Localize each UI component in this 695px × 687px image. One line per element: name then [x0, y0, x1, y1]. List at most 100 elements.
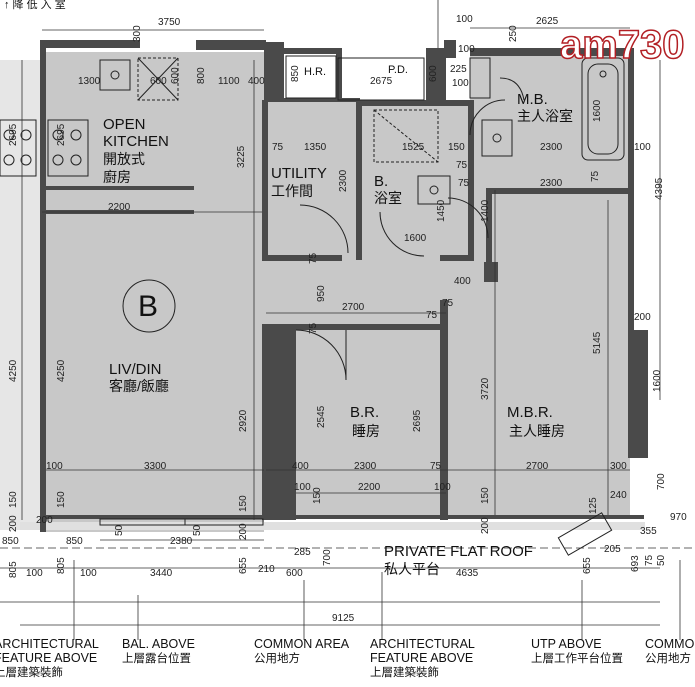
watermark-text: am730	[560, 23, 685, 67]
dim-125: 125	[588, 497, 599, 514]
basin-icon	[417, 175, 451, 205]
dim-row-400: 400	[292, 461, 309, 472]
dim-v-150a: 150	[8, 491, 19, 508]
dim-300: 300	[132, 25, 143, 42]
dim-5145: 5145	[592, 331, 603, 354]
open-kitchen-label-zh-2: 廚房	[103, 169, 131, 185]
dim-2200: 2200	[108, 202, 131, 213]
dim-b-75a: 75	[456, 160, 468, 171]
dim-1350: 1350	[304, 142, 327, 153]
dim-4395: 4395	[654, 177, 665, 200]
dim-805b: 805	[56, 557, 67, 574]
dim-c-75c: 75	[308, 322, 319, 334]
fixtures	[0, 55, 625, 556]
dim-br-2695: 2695	[412, 409, 423, 432]
dim-pd-600: 600	[428, 65, 439, 82]
bath-label-zh: 浴室	[374, 190, 402, 206]
annotation-5-en: UTP ABOVE	[531, 637, 602, 651]
dimension-lines	[0, 0, 695, 640]
room-labels: OPEN KITCHEN 開放式 廚房 UTILITY 工作間 B. 浴室 M.…	[103, 64, 573, 577]
living-floor	[42, 52, 264, 532]
mb-door-icon	[469, 99, 506, 136]
utility-door-icon	[299, 204, 349, 254]
watermark-logo: am730	[559, 22, 685, 68]
dim-700b: 700	[322, 549, 333, 566]
mbr-label-zh: 主人睡房	[509, 423, 565, 439]
utility-label: UTILITY	[271, 165, 327, 182]
sink-icon	[99, 59, 131, 91]
dim-b-75: 75	[644, 554, 655, 566]
bathtub-icon	[581, 57, 625, 161]
dim-2545: 2545	[316, 405, 327, 428]
dim-top-100a: 100	[456, 14, 473, 25]
dim-row-100c: 100	[434, 482, 451, 493]
dim-v-200b: 200	[238, 523, 249, 540]
toilet-icon	[499, 77, 525, 101]
dim-mbr-1600: 1600	[652, 369, 663, 392]
dim-285: 285	[294, 547, 311, 558]
dim-c-400: 400	[454, 276, 471, 287]
dim-4250a: 4250	[8, 359, 19, 382]
dim-b-100a: 100	[26, 568, 43, 579]
annotations: ARCHITECTURAL FEATURE ABOVE 上層建築裝飾 BAL. …	[0, 637, 695, 679]
annotation-3-en: COMMON AREA	[254, 637, 350, 651]
mbr-door-icon	[447, 197, 489, 239]
dim-655b: 655	[582, 557, 593, 574]
dim-b-600: 600	[286, 568, 303, 579]
dim-u-2300: 2300	[338, 169, 349, 192]
dim-v-150d: 150	[312, 487, 323, 504]
bath-label: B.	[374, 173, 388, 190]
annotation-2-en: BAL. ABOVE	[122, 637, 195, 651]
dim-205: 205	[604, 544, 621, 555]
dim-3720: 3720	[480, 377, 491, 400]
dim-2695b: 2695	[56, 123, 67, 146]
roof-door-icon	[557, 512, 613, 556]
annotation-2-zh: 上層露台位置	[122, 651, 191, 665]
dim-50a: 50	[114, 524, 125, 536]
open-kitchen-label-1: OPEN	[103, 116, 146, 133]
mbr-label: M.B.R.	[507, 404, 553, 421]
dim-mb-100: 100	[634, 142, 651, 153]
dim-mb-2300b: 2300	[540, 178, 563, 189]
dim-mbr-200: 200	[634, 312, 651, 323]
hr-label: H.R.	[304, 66, 326, 78]
dim-693: 693	[630, 555, 641, 572]
flat-roof-label: PRIVATE FLAT ROOF	[384, 543, 533, 560]
dim-b-50: 50	[656, 554, 667, 566]
dim-row-100b: 100	[294, 482, 311, 493]
dim-3225: 3225	[236, 145, 247, 168]
adjacent-flat-floor	[0, 60, 42, 530]
unit-b-marker	[122, 279, 176, 333]
master-bath-label-zh: 主人浴室	[517, 108, 573, 124]
dim-c-75b: 75	[442, 298, 454, 309]
dim-1525: 1525	[402, 142, 425, 153]
dim-row-100a: 100	[46, 461, 63, 472]
dim-210: 210	[258, 564, 275, 575]
dim-50b: 50	[192, 524, 203, 536]
dim-b-1600: 1600	[404, 233, 427, 244]
dim-mb-2300a: 2300	[540, 142, 563, 153]
dim-655a: 655	[238, 557, 249, 574]
dim-2380: 2380	[170, 536, 193, 547]
dim-950: 950	[316, 285, 327, 302]
dim-row-75: 75	[430, 461, 442, 472]
dim-1100: 1100	[218, 76, 240, 87]
annotation-4-en2: FEATURE ABOVE	[370, 651, 473, 665]
master-bath-label: M.B.	[517, 91, 548, 108]
dim-v-150c: 150	[238, 495, 249, 512]
dim-355: 355	[640, 526, 657, 537]
dim-row-300: 300	[610, 461, 627, 472]
dim-850: 850	[290, 65, 301, 82]
annotation-5-zh: 上層工作平台位置	[531, 651, 623, 665]
dim-v-150e: 150	[480, 487, 491, 504]
master-bath-floor	[470, 55, 630, 190]
dim-805a: 805	[8, 561, 19, 578]
open-kitchen-label-2: KITCHEN	[103, 133, 169, 150]
annotation-1-en2: FEATURE ABOVE	[0, 651, 97, 665]
pd-icon	[337, 57, 425, 101]
br-door-icon	[295, 329, 347, 381]
dim-2695a: 2695	[8, 123, 19, 146]
annotation-3-zh: 公用地方	[254, 651, 300, 665]
annotation-6-zh: 公用地方	[645, 651, 691, 665]
